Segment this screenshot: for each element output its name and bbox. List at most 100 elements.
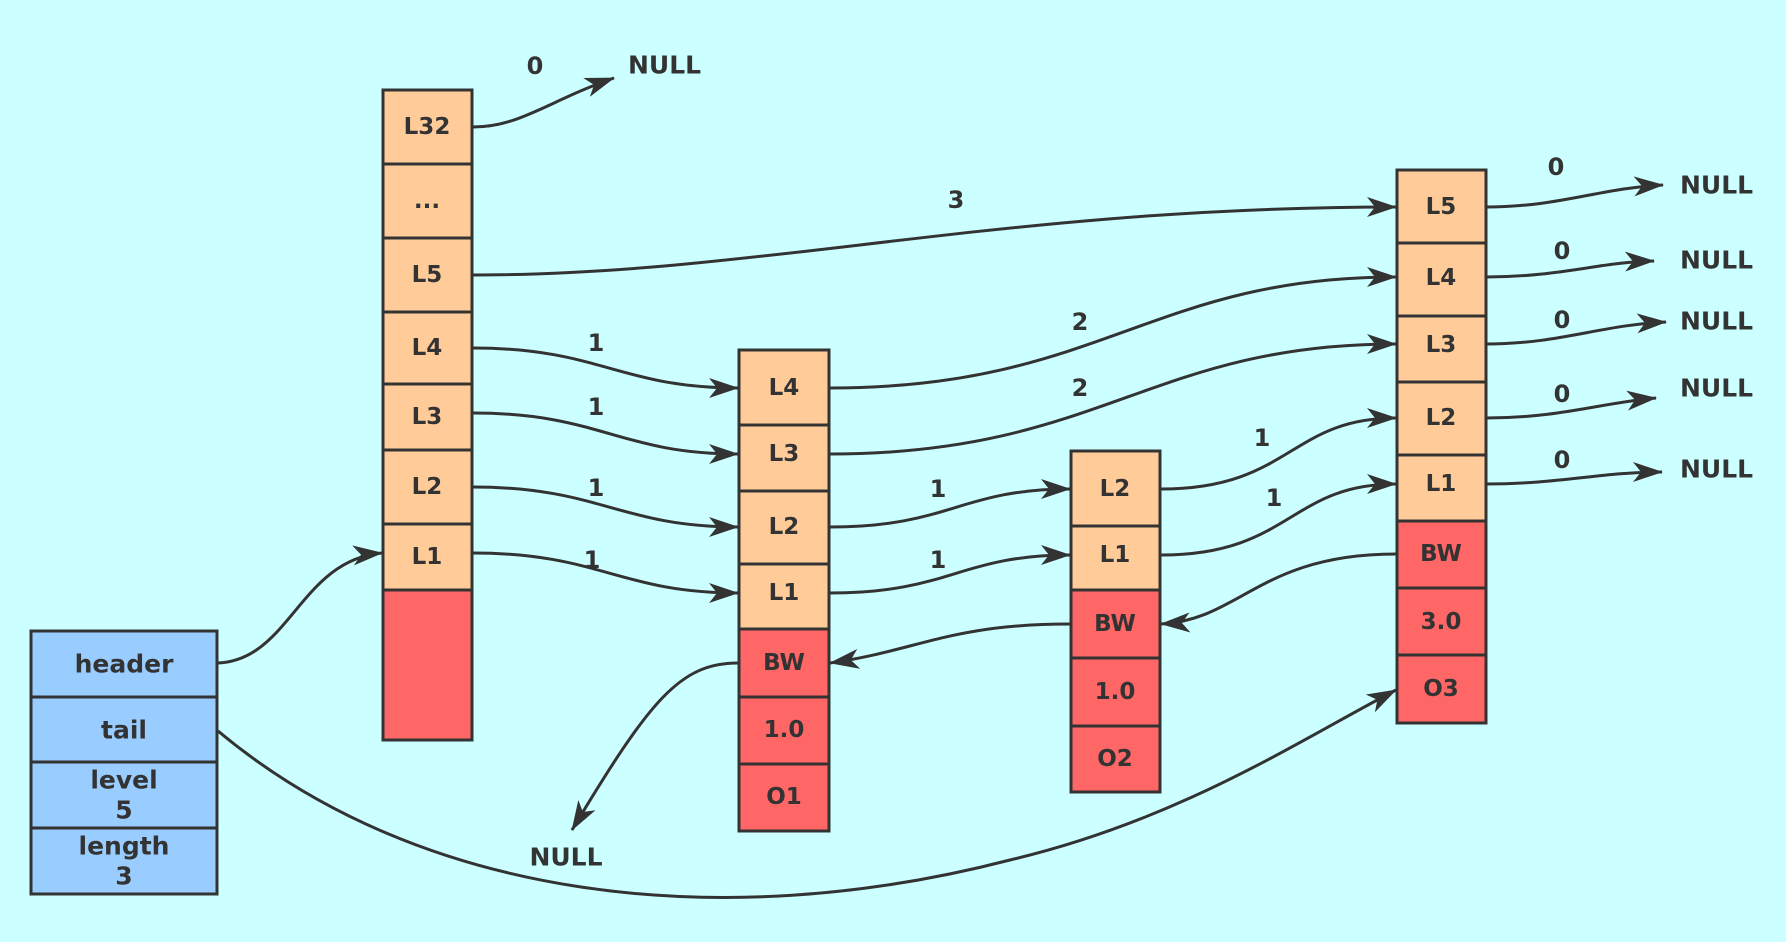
node-o1-l3-label: L3 — [769, 441, 800, 467]
span-n1-l2: 1 — [930, 475, 947, 503]
null-n3-l5: NULL — [1680, 171, 1753, 200]
span-head-l2: 1 — [588, 474, 605, 502]
node-o2-level-l2 — [1069, 449, 1162, 528]
list-level-label: level — [90, 766, 157, 795]
node-o3-l2-label: L2 — [1426, 405, 1457, 431]
node-o1-level-l1 — [737, 562, 831, 631]
arrow-tail-to-o3 — [217, 688, 1397, 899]
arrow-head-l2 — [472, 485, 739, 537]
null-n3-l1: NULL — [1680, 455, 1753, 484]
node-o2-l2-label: L2 — [1100, 476, 1131, 502]
node-o2-level-l1 — [1069, 524, 1162, 592]
node-o3-score — [1395, 586, 1488, 657]
list-tail-label: tail — [101, 716, 147, 745]
arrow-head-l5 — [472, 197, 1397, 277]
span-n3-l2: 0 — [1554, 380, 1571, 408]
arrow-n1-l4 — [829, 267, 1397, 390]
span-n1-l4: 2 — [1072, 308, 1089, 336]
node-o2-bw-label: BW — [1094, 611, 1136, 637]
head-level-l3 — [381, 382, 474, 452]
node-o1-score-label: 1.0 — [764, 717, 805, 743]
list-length-value: 3 — [115, 862, 132, 891]
node-o1: L4 L3 L2 L1 BW 1.0 O1 — [737, 348, 831, 833]
arrow-n1-l2 — [829, 479, 1071, 529]
null-n3-l2: NULL — [1680, 374, 1753, 403]
span-n2-l2: 1 — [1254, 424, 1271, 452]
head-l1-label: L1 — [412, 544, 443, 570]
node-o1-level-l3 — [737, 423, 831, 493]
arrow-head-l32 — [472, 76, 615, 129]
list-level-field — [29, 760, 219, 830]
arrow-n3-bw — [1160, 552, 1397, 633]
arrow-head-l4 — [472, 346, 739, 398]
node-o2-score — [1069, 656, 1162, 728]
head-l5-label: L5 — [412, 262, 443, 288]
head-object-area — [381, 588, 474, 742]
list-header-field — [29, 629, 219, 699]
node-o1-bw-label: BW — [763, 650, 805, 676]
span-n2-l1: 1 — [1266, 484, 1283, 512]
span-head-l32: 0 — [527, 52, 544, 80]
list-struct: header tail level 5 length 3 — [29, 629, 219, 896]
node-o3-backward — [1395, 519, 1488, 590]
arrow-n2-l2 — [1160, 408, 1397, 491]
list-tail-field — [29, 695, 219, 764]
arrow-n3-l5 — [1485, 176, 1664, 209]
node-o3-l1-label: L1 — [1426, 471, 1457, 497]
node-o2-score-label: 1.0 — [1095, 679, 1136, 705]
head-l32-label: L32 — [404, 114, 451, 140]
null-n3-l3: NULL — [1680, 307, 1753, 336]
node-o1-level-l4 — [737, 348, 831, 427]
node-o3: L5 L4 L3 L2 L1 BW 3.0 O3 — [1395, 168, 1488, 725]
null-head-l32: NULL — [628, 51, 701, 80]
node-o1-obj-label: O1 — [766, 784, 802, 810]
node-o2-l1-label: L1 — [1100, 542, 1131, 568]
arrow-n1-l3 — [829, 334, 1397, 456]
node-o1-object — [737, 762, 831, 833]
node-o1-backward — [737, 627, 831, 699]
head-l2-label: L2 — [412, 474, 443, 500]
node-o1-l4-label: L4 — [769, 375, 800, 401]
span-head-l3: 1 — [588, 393, 605, 421]
arrow-n2-l1 — [1160, 474, 1397, 557]
arrow-n1-bw — [570, 661, 739, 831]
node-o3-object — [1395, 653, 1488, 725]
node-o3-score-label: 3.0 — [1421, 609, 1462, 635]
node-o1-level-l2 — [737, 489, 831, 566]
arrow-n3-l3 — [1485, 313, 1667, 346]
null-labels: NULL NULL NULL NULL NULL NULL NULL — [529, 51, 1753, 872]
node-o3-level-l4 — [1395, 241, 1488, 318]
span-n1-l3: 2 — [1072, 374, 1089, 402]
list-length-field — [29, 826, 219, 896]
head-ellipsis-label: ... — [414, 188, 440, 214]
arrow-n3-l1 — [1485, 462, 1663, 486]
node-o3-level-l2 — [1395, 380, 1488, 457]
span-n3-l1: 0 — [1554, 446, 1571, 474]
node-o2: L2 L1 BW 1.0 O2 — [1069, 449, 1162, 794]
node-o1-score — [737, 695, 831, 766]
span-labels: 0 3 1 1 1 1 2 2 1 1 1 1 0 0 0 0 0 — [527, 52, 1571, 574]
arrow-n3-l4 — [1485, 251, 1655, 279]
span-n3-l5: 0 — [1548, 153, 1565, 181]
node-o1-l2-label: L2 — [769, 514, 800, 540]
arrow-n1-l1 — [829, 545, 1071, 595]
arrow-n2-bw — [829, 622, 1071, 669]
node-o3-l3-label: L3 — [1426, 332, 1457, 358]
null-backward: NULL — [529, 843, 602, 872]
node-o3-obj-label: O3 — [1423, 676, 1459, 702]
span-n3-l3: 0 — [1554, 306, 1571, 334]
span-head-l5: 3 — [948, 186, 965, 214]
head-level-l2 — [381, 448, 474, 526]
node-o3-l5-label: L5 — [1426, 194, 1457, 220]
head-level-l4 — [381, 310, 474, 386]
list-length-label: length — [79, 832, 170, 861]
node-o1-l1-label: L1 — [769, 580, 800, 606]
head-l4-label: L4 — [412, 335, 443, 361]
arrow-header-to-head — [217, 545, 383, 665]
list-header-label: header — [75, 650, 174, 679]
node-o3-bw-label: BW — [1420, 541, 1462, 567]
null-n3-l4: NULL — [1680, 246, 1753, 275]
span-n1-l1: 1 — [930, 546, 947, 574]
arrow-head-l1 — [472, 551, 739, 603]
